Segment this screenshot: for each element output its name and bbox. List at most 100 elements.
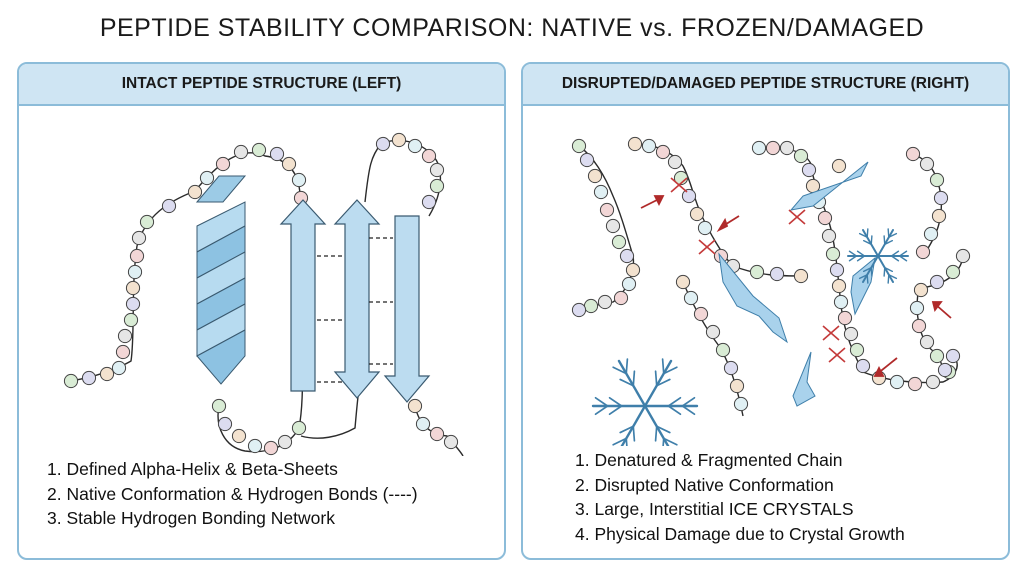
- residue-bead: [793, 148, 809, 164]
- residue-bead: [907, 376, 923, 392]
- residue-bead: [611, 234, 627, 250]
- snowflake-branch: [884, 239, 894, 246]
- snowflake-branch: [887, 228, 890, 238]
- snowflake-branch: [862, 239, 872, 246]
- snowflake-branch: [667, 396, 682, 407]
- residue-bead: [913, 282, 929, 298]
- residue-bead: [705, 324, 721, 340]
- snowflake-branch: [866, 228, 869, 238]
- residue-bead: [729, 378, 745, 394]
- residue-beads: [571, 136, 971, 412]
- snowflake-branch: [632, 370, 636, 387]
- intact-note-1: 1. Defined Alpha-Helix & Beta-Sheets: [47, 459, 338, 479]
- residue-bead: [683, 290, 699, 306]
- snowflake-branch: [625, 358, 629, 375]
- snowflake-branch: [661, 358, 665, 375]
- snowflake-branch: [898, 250, 908, 257]
- residue-bead: [571, 138, 587, 154]
- residue-bead: [125, 280, 141, 296]
- snowflake-branch: [858, 274, 868, 280]
- residue-bead: [825, 246, 841, 262]
- snowflake-arm: [643, 359, 673, 408]
- residue-bead: [111, 360, 127, 376]
- residue-bead: [291, 420, 307, 436]
- residue-bead: [801, 162, 817, 178]
- snowflake-branch: [619, 425, 635, 434]
- snowflake-branch: [888, 274, 898, 280]
- residue-bead: [769, 266, 785, 282]
- snowflake-branch: [870, 235, 873, 246]
- snowflake-branch: [888, 232, 898, 238]
- ice-crystals: [718, 161, 876, 407]
- residue-bead: [421, 148, 437, 164]
- residue-bead: [199, 170, 215, 186]
- residue-bead: [375, 136, 391, 152]
- snowflake-branch: [608, 405, 623, 416]
- residue-bead: [779, 140, 795, 156]
- residue-bead: [443, 434, 459, 450]
- damaged-note-3: 3. Large, Interstitial ICE CRYSTALS: [575, 499, 854, 519]
- residue-bead: [391, 132, 407, 148]
- residue-bead: [675, 274, 691, 290]
- residue-bead: [641, 138, 657, 154]
- hydrogen-bond-dashes: [317, 237, 393, 383]
- residue-bead: [619, 248, 635, 264]
- residue-bead: [115, 344, 131, 360]
- beta-sheet-arrows: [279, 199, 431, 403]
- residue-bead: [955, 248, 971, 264]
- damaged-note-4: 4. Physical Damage due to Crystal Growth: [575, 523, 905, 544]
- damaged-structure-panel: DISRUPTED/DAMAGED PEPTIDE STRUCTURE (RIG…: [521, 62, 1010, 560]
- snowflake-arm: [862, 255, 879, 283]
- snowflake-branch: [681, 405, 696, 416]
- residue-bead: [415, 416, 431, 432]
- residue-bead: [593, 184, 609, 200]
- fragmented-chain-lines: [578, 143, 964, 417]
- damage-arrows: [640, 195, 952, 377]
- snowflake-branch: [866, 274, 869, 284]
- snowflake-branch: [612, 366, 628, 375]
- residue-bead: [765, 140, 781, 156]
- residue-bead: [833, 294, 849, 310]
- residue-bead: [919, 156, 935, 172]
- snowflake-branch: [848, 250, 858, 257]
- intact-structure-panel: INTACT PEPTIDE STRUCTURE (LEFT): [17, 62, 506, 560]
- residue-bead: [929, 172, 945, 188]
- residue-bead: [583, 298, 599, 314]
- damaged-panel-header: DISRUPTED/DAMAGED PEPTIDE STRUCTURE (RIG…: [523, 64, 1008, 106]
- residue-bead: [217, 416, 233, 432]
- snowflake-branch: [848, 255, 858, 262]
- residue-bead: [693, 306, 709, 322]
- snowflake-branch: [662, 366, 678, 375]
- residue-bead: [821, 228, 837, 244]
- residue-bead: [247, 438, 263, 454]
- snowflake-arm: [617, 359, 647, 408]
- residue-bead: [817, 210, 833, 226]
- residue-bead: [407, 398, 423, 414]
- residue-bead: [923, 226, 939, 242]
- residue-bead: [919, 334, 935, 350]
- break-markers: [670, 177, 846, 363]
- snowflake-branch: [883, 266, 886, 277]
- snowflake-arm: [877, 229, 894, 257]
- residue-bead: [407, 138, 423, 154]
- residue-bead: [269, 146, 285, 162]
- residue-bead: [621, 276, 637, 292]
- residue-bead: [849, 342, 865, 358]
- residue-bead: [139, 214, 155, 230]
- snowflake-branch: [887, 274, 890, 284]
- residue-bead: [127, 264, 143, 280]
- snowflake-branch: [856, 250, 866, 257]
- residue-bead: [715, 342, 731, 358]
- residue-bead: [925, 374, 941, 390]
- residue-bead: [571, 302, 587, 318]
- snowflake-branch: [654, 425, 658, 442]
- residue-bead: [937, 362, 953, 378]
- residue-bead: [125, 296, 141, 312]
- snowflakes: [591, 228, 909, 446]
- residue-bead: [889, 374, 905, 390]
- residue-bead: [597, 294, 613, 310]
- snowflake-branch: [612, 437, 628, 446]
- residue-bead: [211, 398, 227, 414]
- residue-bead: [187, 184, 203, 200]
- snowflake-branch: [625, 437, 628, 446]
